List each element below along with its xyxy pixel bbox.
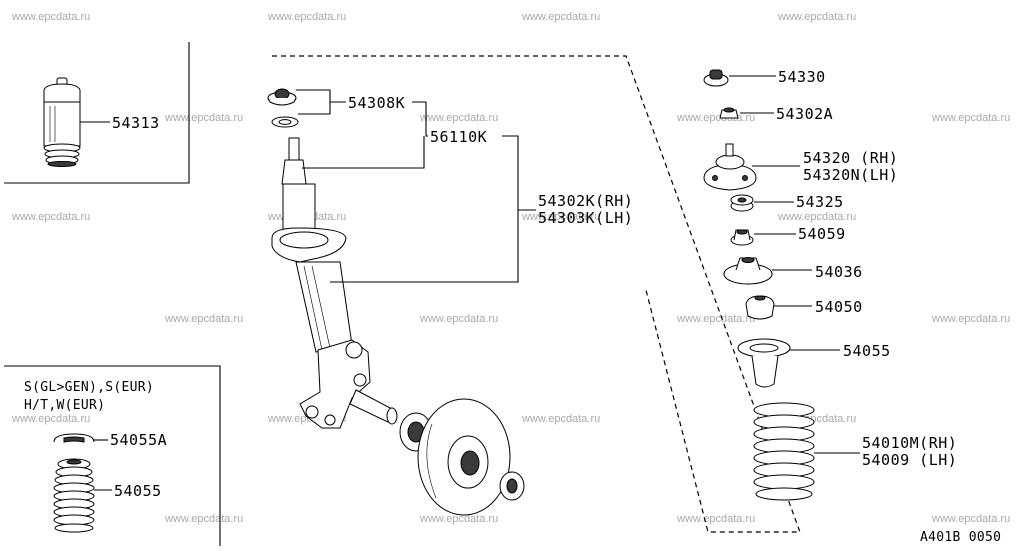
upper-seat-54036-drawing xyxy=(723,257,773,285)
variant-note-line2: H/T,W(EUR) xyxy=(24,398,105,413)
part-label-54320N-lh: 54320N(LH) xyxy=(803,166,898,184)
clip-54055A-drawing xyxy=(53,433,95,443)
part-label-54308K: 54308K xyxy=(348,94,405,112)
coil-spring-54010M-drawing xyxy=(753,402,815,501)
watermark: www.epcdata.ru xyxy=(419,112,498,124)
inset-frame xyxy=(4,365,221,546)
mount-washer-drawing xyxy=(267,88,299,128)
boot-54055-drawing xyxy=(737,338,791,388)
watermark: www.epcdata.ru xyxy=(931,313,1010,325)
exploded-parts: 54330 54302A 54320 (RH) 54320N(LH) 54325 xyxy=(703,68,957,501)
watermark: www.epcdata.ru xyxy=(521,413,600,425)
watermark: www.epcdata.ru xyxy=(267,11,346,23)
part-label-54050: 54050 xyxy=(815,298,863,316)
inset-54313: 54313 xyxy=(4,42,190,184)
watermark: www.epcdata.ru xyxy=(777,211,856,223)
part-label-54055-inset: 54055 xyxy=(114,482,162,500)
part-label-54330: 54330 xyxy=(778,68,826,86)
part-label-54010M-rh: 54010M(RH) xyxy=(862,434,957,452)
watermark: www.epcdata.ru xyxy=(931,513,1010,525)
seat-54059-drawing xyxy=(730,229,754,246)
watermark: www.epcdata.ru xyxy=(521,211,600,223)
watermark: www.epcdata.ru xyxy=(419,313,498,325)
strut-mount-54320-drawing xyxy=(703,143,757,191)
variant-note-line1: S(GL>GEN),S(EUR) xyxy=(24,380,154,395)
part-label-54009-lh: 54009 (LH) xyxy=(862,451,957,469)
watermark: www.epcdata.ru xyxy=(777,11,856,23)
part-label-54303K-lh: 54303K(LH) xyxy=(538,209,633,227)
part-label-56110K: 56110K xyxy=(430,128,487,146)
watermark: www.epcdata.ru xyxy=(11,413,90,425)
watermark: www.epcdata.ru xyxy=(419,513,498,525)
watermark: www.epcdata.ru xyxy=(164,313,243,325)
part-label-54320-rh: 54320 (RH) xyxy=(803,149,898,167)
part-label-54325: 54325 xyxy=(796,193,844,211)
nut-54302A-drawing xyxy=(719,107,739,119)
watermark: www.epcdata.ru xyxy=(676,513,755,525)
watermark: www.epcdata.ru xyxy=(676,313,755,325)
watermark: www.epcdata.ru xyxy=(164,513,243,525)
part-label-54313: 54313 xyxy=(112,114,160,132)
inset-frame xyxy=(4,42,190,184)
part-label-54302A: 54302A xyxy=(776,105,833,123)
strut-callouts: 54308K 56110K 54302K(RH) 54303K(LH) xyxy=(296,89,633,283)
watermark-layer: www.epcdata.ru www.epcdata.ru www.epcdat… xyxy=(11,11,1010,525)
bushing-54325-drawing xyxy=(730,194,754,212)
inset-variant: S(GL>GEN),S(EUR) H/T,W(EUR) 54055A 54055 xyxy=(4,365,221,546)
watermark: www.epcdata.ru xyxy=(521,11,600,23)
part-label-54059: 54059 xyxy=(798,225,846,243)
nut-54330-drawing xyxy=(703,69,729,87)
part-label-54302K-rh: 54302K(RH) xyxy=(538,192,633,210)
exploded-view-boundary xyxy=(272,55,801,533)
watermark: www.epcdata.ru xyxy=(164,112,243,124)
diagram-code: A401B 0050 xyxy=(920,530,1001,545)
watermark: www.epcdata.ru xyxy=(676,112,755,124)
watermark: www.epcdata.ru xyxy=(11,211,90,223)
bump-stop-54313-drawing xyxy=(43,77,81,167)
watermark: www.epcdata.ru xyxy=(11,11,90,23)
part-label-54055A-inset: 54055A xyxy=(110,431,167,449)
watermark: www.epcdata.ru xyxy=(931,112,1010,124)
boot-54055-inset-drawing xyxy=(53,458,95,533)
bump-rubber-54050-drawing xyxy=(745,295,775,320)
strut-assembly-drawing xyxy=(267,88,525,516)
part-label-54036: 54036 xyxy=(815,263,863,281)
part-label-54055: 54055 xyxy=(843,342,891,360)
